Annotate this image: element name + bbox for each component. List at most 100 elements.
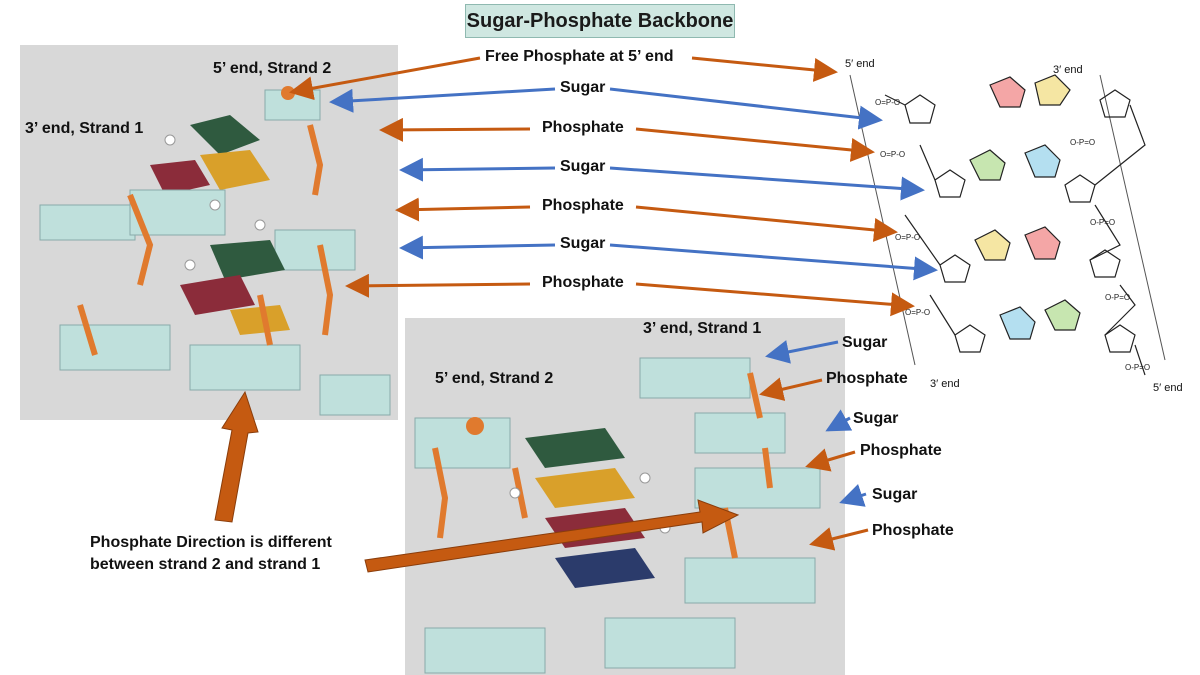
right-label-phosphate-1: Phosphate [826,370,908,387]
lego-model-left-panel: 5’ end, Strand 2 3’ end, Strand 1 [20,45,398,420]
base-thymine [1034,74,1071,106]
hydrogen-ball [254,219,266,231]
sugar-ring [1064,174,1096,203]
arrow-sugar2-right [609,166,925,201]
chem-label-top-right: 3′ end [1053,64,1083,76]
base-ring [190,115,260,155]
base-ring [535,468,635,508]
lego-brick [274,229,356,271]
lego-brick [319,374,391,416]
sugar-ring [939,254,971,283]
chemical-structure-diagram: O=P-O O=P-O O=P-O O=P-O O-P=O O-P=O O-P=… [845,58,1183,394]
hydrogen-ball [639,472,651,484]
right-label-sugar-3: Sugar [872,486,918,503]
lego-dna-model-bottom [414,357,821,674]
right-label-sugar-1: Sugar [842,334,888,351]
lego-brick [59,324,171,371]
phosphate-linker [257,294,273,346]
page-title: Sugar-Phosphate Backbone [465,4,735,38]
arrow-phosphate3-left [345,273,531,298]
phosphate-group-label: O-P=O [1105,293,1130,302]
phosphate-linker [307,124,324,196]
arrow-free-phosphate-left [289,56,481,101]
arrow-sugar2-left [399,157,556,182]
base-cytosine [969,149,1006,181]
base-ring [200,150,270,190]
base-ring [525,428,625,468]
base-ring [180,275,255,315]
arrow-phosphate1-right [635,127,875,162]
big-arrow-right-to-bottom-model [364,499,740,573]
base-adenine [989,76,1026,108]
base-ring [150,160,210,195]
sugar-ring [1099,89,1131,118]
phosphate-linker [127,193,154,286]
chem-label-top-left: 5′ end [845,58,875,70]
page-title-text: Sugar-Phosphate Backbone [466,9,734,32]
arrow-phosphate2-left [395,197,531,222]
base-ring [230,305,290,335]
arrow-sugar3-left [399,235,556,260]
arrow-bottom-phosphate2 [805,448,856,472]
label-phosphate-2: Phosphate [542,197,624,214]
label-free-phosphate: Free Phosphate at 5’ end [485,48,674,65]
label-phosphate-1: Phosphate [542,119,624,136]
direction-note-line1: Phosphate Direction is different [90,534,332,551]
phosphate-linker [432,447,449,539]
phosphodiester-bonds [884,94,956,336]
free-phosphate-ball [466,417,484,435]
bottom-label-5end-strand2: 5’ end, Strand 2 [435,370,554,387]
hydrogen-ball [509,487,521,499]
base-cytosine [1044,299,1081,331]
phosphate-group-label: O=P-O [880,150,905,159]
base-adenine [1024,226,1061,260]
sugar-ring [954,324,986,353]
direction-note-line2: between strand 2 and strand 1 [90,556,321,573]
base-ring [555,548,655,588]
lego-brick [189,344,301,391]
right-label-sugar-2: Sugar [853,410,899,427]
lego-brick [424,627,546,674]
lego-brick [639,357,751,399]
arrow-bottom-phosphate1 [759,377,823,401]
phosphate-linker [762,447,773,489]
sugar-ring [1104,324,1136,353]
phosphate-group-label: O=P-O [875,98,900,107]
arrow-bottom-phosphate3 [809,527,869,551]
sugar-ring [904,94,936,124]
strand-direction-line [1099,74,1166,361]
left-label-3end-strand1: 3’ end, Strand 1 [25,120,144,137]
base-ring [210,240,285,280]
sugar-ring [934,169,966,198]
label-sugar-3: Sugar [560,235,606,252]
lego-brick [414,417,511,469]
arrow-bottom-sugar2 [825,409,853,432]
arrow-sugar1-right [609,87,883,130]
base-thymine [974,229,1011,261]
lego-brick [684,557,816,604]
hydrogen-ball [164,134,176,146]
lego-model-bottom-panel: 3’ end, Strand 1 5’ end, Strand 2 [405,318,845,675]
big-arrow-up-to-left-model [214,390,259,523]
chem-label-bottom-left: 3′ end [930,378,960,390]
label-sugar-1: Sugar [560,79,606,96]
left-label-5end-strand2: 5’ end, Strand 2 [213,60,332,77]
label-sugar-2: Sugar [560,158,606,175]
base-guanine [1024,144,1061,178]
right-label-phosphate-3: Phosphate [872,522,954,539]
lego-brick [604,617,736,669]
right-label-phosphate-2: Phosphate [860,442,942,459]
phosphate-direction-note: Phosphate Direction is different between… [90,532,332,576]
lego-brick [694,467,821,509]
arrow-bottom-sugar1 [765,340,839,364]
phosphate-linker [317,244,334,336]
arrow-phosphate3-right [635,282,915,317]
arrow-sugar3-right [609,243,938,281]
hydrogen-ball [184,259,196,271]
arrow-sugar1-left [329,87,556,113]
phosphate-linker [747,372,763,419]
sugar-ring [1089,249,1121,278]
arrow-phosphate2-right [635,205,898,242]
phosphodiester-bonds [1089,104,1146,376]
